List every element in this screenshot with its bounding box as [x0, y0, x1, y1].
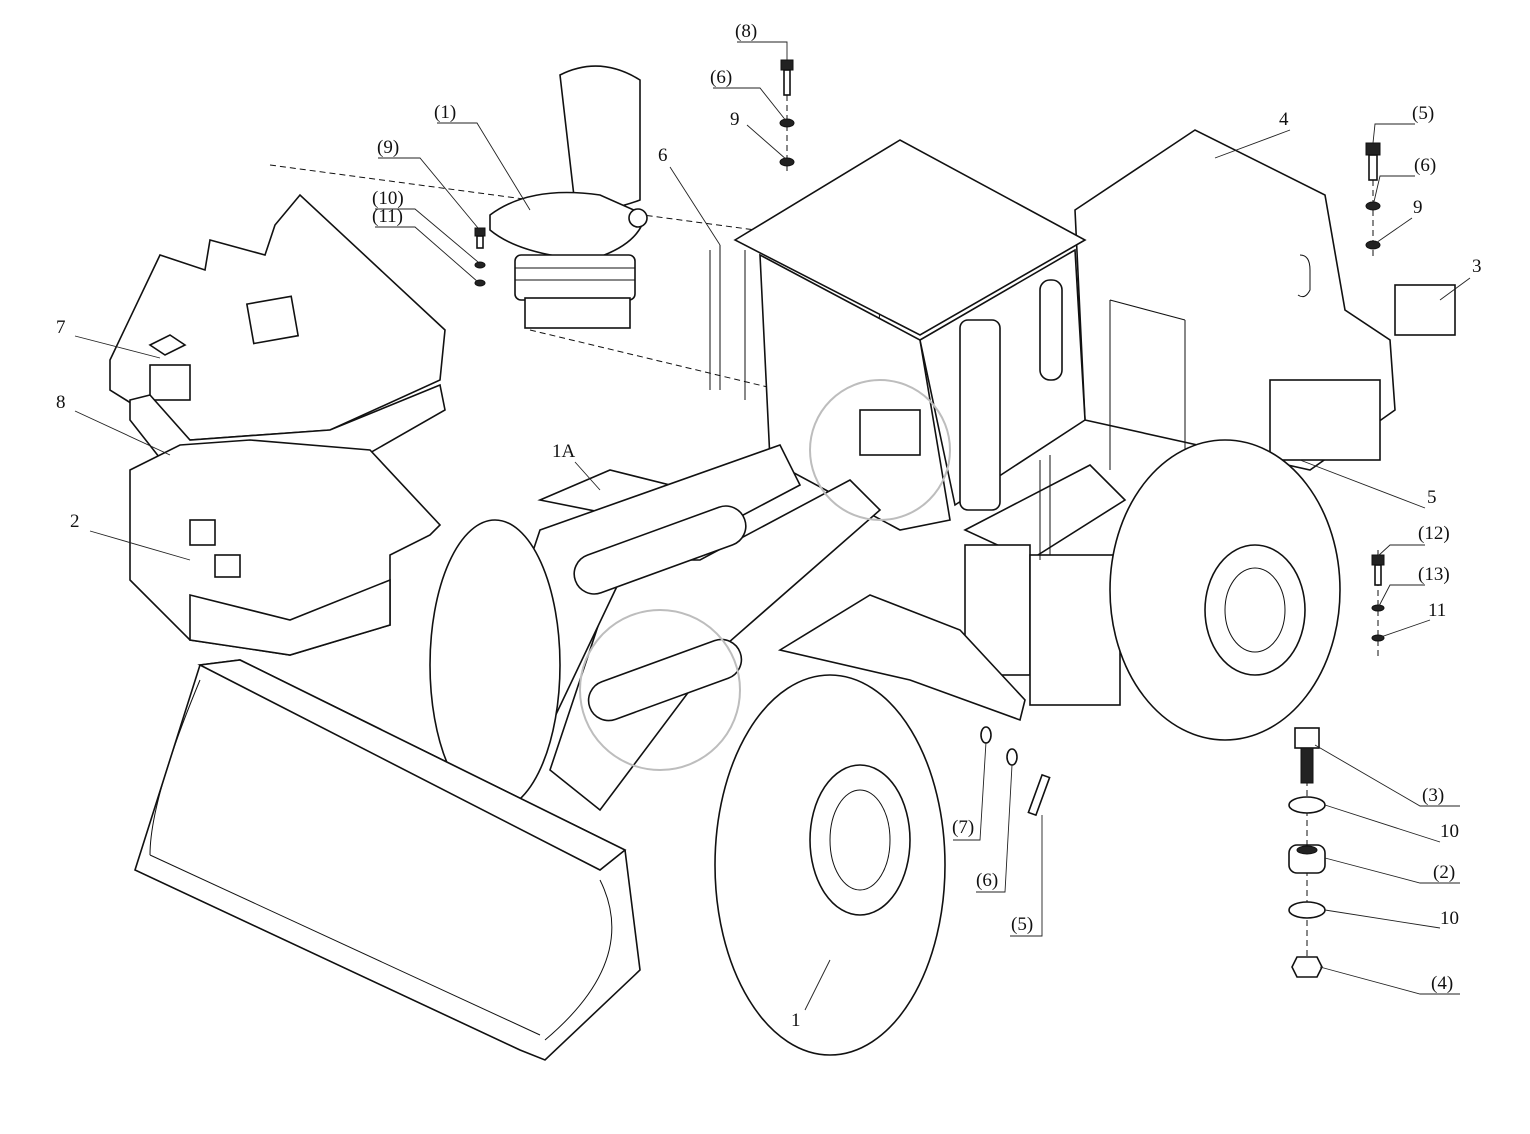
engine-hood	[1074, 129, 1396, 471]
label-seat-washer-10: (10)	[372, 188, 404, 209]
wheels	[429, 439, 1341, 1056]
label-handrail-6: 6	[658, 145, 668, 166]
label-washer-top-6: (6)	[710, 67, 732, 88]
label-hood-4: 4	[1279, 109, 1289, 130]
label-washer-right-6: (6)	[1414, 155, 1436, 176]
label-console-2: 2	[70, 511, 80, 532]
label-bolt-top-8: (8)	[735, 21, 757, 42]
label-bolt-front-5: (5)	[1011, 914, 1033, 935]
label-bolt-mount-3: (3)	[1422, 785, 1444, 806]
battery	[1394, 284, 1456, 336]
label-washer-mount-10a: 10	[1440, 821, 1459, 842]
label-bolt-right-12: (12)	[1418, 523, 1450, 544]
floor-plate-upper	[109, 193, 446, 441]
leader-lines	[74, 41, 1471, 1011]
label-seat-1: (1)	[434, 102, 456, 123]
label-washer-right-13: (13)	[1418, 564, 1450, 585]
label-washer-front-7: (7)	[952, 817, 974, 838]
label-rear-fender-5: 5	[1427, 487, 1437, 508]
label-washer-top-9: 9	[730, 109, 740, 130]
label-washer-right-11: 11	[1428, 600, 1446, 621]
cab	[733, 139, 1087, 531]
label-seat-bolt-9: (9)	[377, 137, 399, 158]
label-plate-7: 7	[56, 317, 66, 338]
label-washer-right-9: 9	[1413, 197, 1423, 218]
callout-labels: (8) (6) 9 (1) (9) (10) (11) 7 8 2 1A 6 4…	[56, 21, 1482, 1031]
label-nut-mount-4: (4)	[1431, 973, 1453, 994]
label-washer-front-6: (6)	[976, 870, 998, 891]
label-front-fender-1: 1	[791, 1010, 801, 1031]
label-mount-2: (2)	[1433, 862, 1455, 883]
label-bolt-right-5: (5)	[1412, 103, 1434, 124]
label-plate-8: 8	[56, 392, 66, 413]
label-battery-3: 3	[1472, 256, 1482, 277]
bucket	[134, 659, 641, 1061]
label-washer-mount-10b: 10	[1440, 908, 1459, 929]
steps-and-handrails	[709, 245, 1186, 706]
label-seat-washer-11: (11)	[372, 206, 403, 227]
operator-seat	[489, 65, 648, 329]
console-box	[129, 439, 442, 656]
label-fender-1a: 1A	[552, 441, 576, 462]
watermark-logo	[579, 379, 951, 771]
